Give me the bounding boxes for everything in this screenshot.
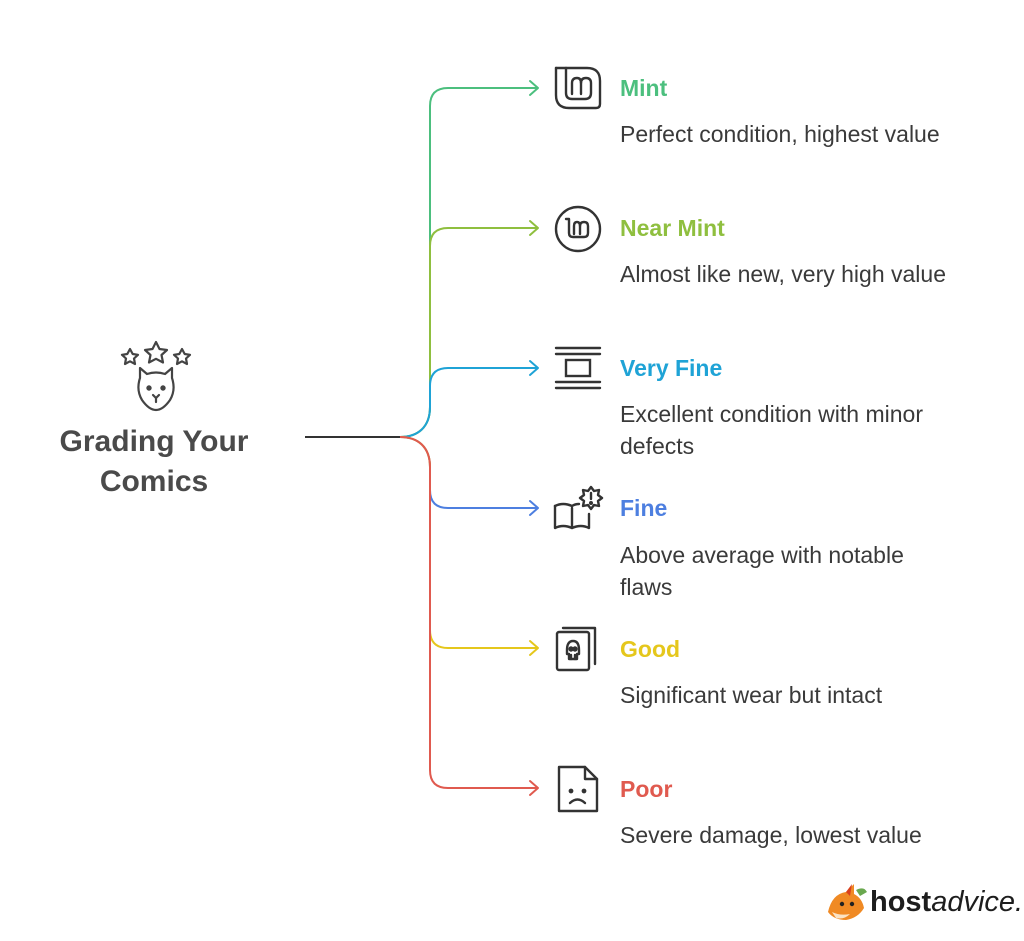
skull-card-icon (555, 626, 597, 672)
book-alert-icon (553, 485, 604, 530)
connector-fine (399, 436, 538, 509)
arrowhead-near-mint (529, 220, 539, 236)
stars-cat-icon (120, 340, 192, 412)
branch-label-poor: Poor (620, 776, 673, 802)
branch-desc-very-fine: Excellent condition with minor defects (620, 401, 923, 459)
branch-label-very-fine: Very Fine (620, 355, 723, 381)
branch-desc-mint: Perfect condition, highest value (620, 121, 940, 147)
frame-lines-icon (554, 346, 602, 390)
branch-desc-near-mint: Almost like new, very high value (620, 261, 946, 287)
connector-near-mint (399, 227, 538, 438)
mint-logo-square-icon (554, 66, 602, 110)
connector-poor (399, 436, 538, 789)
arrowhead-fine (529, 500, 539, 516)
branch-label-fine: Fine (620, 495, 668, 521)
branch-desc-good: Significant wear but intact (620, 682, 883, 708)
arrowhead-mint (529, 80, 539, 96)
arrowhead-good (529, 640, 539, 656)
brand-name-bold: host (870, 886, 932, 918)
branch-label-mint: Mint (620, 75, 668, 101)
branch-desc-fine: Above average with notable flaws (620, 542, 904, 600)
root-title-line-2: Comics (99, 465, 209, 498)
hostadvice-logo: hostadvice. (824, 880, 1023, 924)
brand-wordmark: hostadvice. (870, 884, 1023, 920)
fox-mascot-icon (828, 884, 867, 920)
sad-document-icon (557, 765, 599, 813)
connector-mint (399, 87, 538, 438)
brand-name-light: advice. (931, 886, 1024, 918)
arrowhead-very-fine (529, 360, 539, 376)
branch-label-good: Good (620, 636, 681, 662)
connector-very-fine (399, 367, 538, 438)
mint-logo-circle-icon (554, 205, 602, 253)
arrowhead-poor (529, 780, 539, 796)
connector-good (399, 436, 538, 649)
branch-label-near-mint: Near Mint (620, 215, 725, 241)
root-title: Grading Your Comics (40, 422, 268, 502)
branch-desc-poor: Severe damage, lowest value (620, 822, 922, 848)
root-title-line-1: Grading Your (59, 425, 249, 458)
